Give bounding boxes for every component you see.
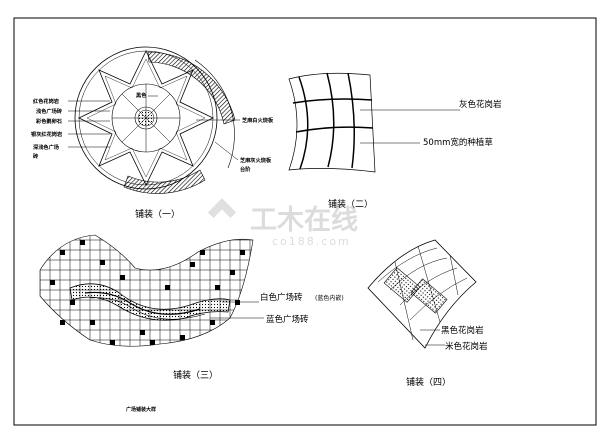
dark-tile	[165, 285, 170, 290]
p3-label-2: 蓝色广场砖	[266, 314, 309, 325]
p2-label-2: 50mm宽的种植草	[423, 137, 493, 148]
p3-caption: 铺装（三）	[173, 369, 218, 381]
p1-label-right-2: 芝麻灰火烧板	[240, 156, 272, 164]
watermark-subtext: co188.com	[272, 235, 351, 248]
dark-tile	[210, 320, 215, 325]
watermark-logo-icon	[207, 198, 237, 227]
dark-tile	[240, 250, 245, 255]
p1-label-2: 浅色广场砖	[36, 107, 63, 115]
dark-tile	[180, 335, 185, 340]
dark-tile	[100, 260, 105, 265]
p2-caption: 铺装（二）	[328, 198, 373, 210]
panel-4-fan-paving	[367, 239, 477, 349]
p4-caption: 铺装（四）	[406, 376, 451, 388]
dark-tile	[200, 250, 205, 255]
panel-2-fan-paving	[288, 72, 460, 173]
dark-tile	[190, 262, 195, 267]
p1-label-right-1: 芝麻白火烧板	[242, 116, 274, 124]
dark-tile	[80, 240, 85, 245]
p1-label-top: 黑色	[136, 91, 147, 99]
p1-label-1: 红色花岗岩	[33, 97, 60, 105]
sheet-border	[13, 17, 597, 426]
dark-tile	[50, 280, 55, 285]
p1-label-4: 银灰红花岗岩	[31, 130, 63, 138]
dark-tile	[150, 340, 155, 345]
p2-label-1: 灰色花岗岩	[459, 99, 502, 110]
watermark-text: 工木在线	[250, 205, 358, 236]
dark-tile	[140, 330, 145, 335]
dark-tile	[110, 340, 115, 345]
dark-tile	[60, 250, 65, 255]
p1-label-right-3: 台阶	[240, 165, 251, 173]
p4-label-1: 黑色花岗岩	[441, 325, 484, 336]
dark-tile	[90, 320, 95, 325]
dark-tile	[230, 270, 235, 275]
dark-tile	[60, 320, 65, 325]
p3-label-1: 白色广场砖	[260, 292, 303, 303]
dark-tile	[235, 300, 240, 305]
p1-label-3: 彩色鹅卵石	[35, 117, 62, 125]
p1-caption: 铺装（一）	[135, 208, 180, 220]
dark-tile	[215, 285, 220, 290]
p4-label-2: 米色花岗岩	[445, 341, 488, 352]
p1-label-5: 深浅色广场	[33, 143, 59, 151]
p1-label-6: 砖	[33, 152, 39, 160]
p3-label-1b: (蓝色内嵌)	[315, 294, 344, 302]
footer-note: 广场铺装大样	[126, 406, 156, 413]
panel-1-circular-paving: 红色花岗岩 浅色广场砖 彩色鹅卵石 银灰红花岗岩 深浅色广场 砖 黑色 芝麻白火…	[31, 46, 274, 220]
dark-tile	[120, 275, 125, 280]
dark-tile	[70, 300, 75, 305]
panel-3-curved-paving	[39, 234, 264, 347]
